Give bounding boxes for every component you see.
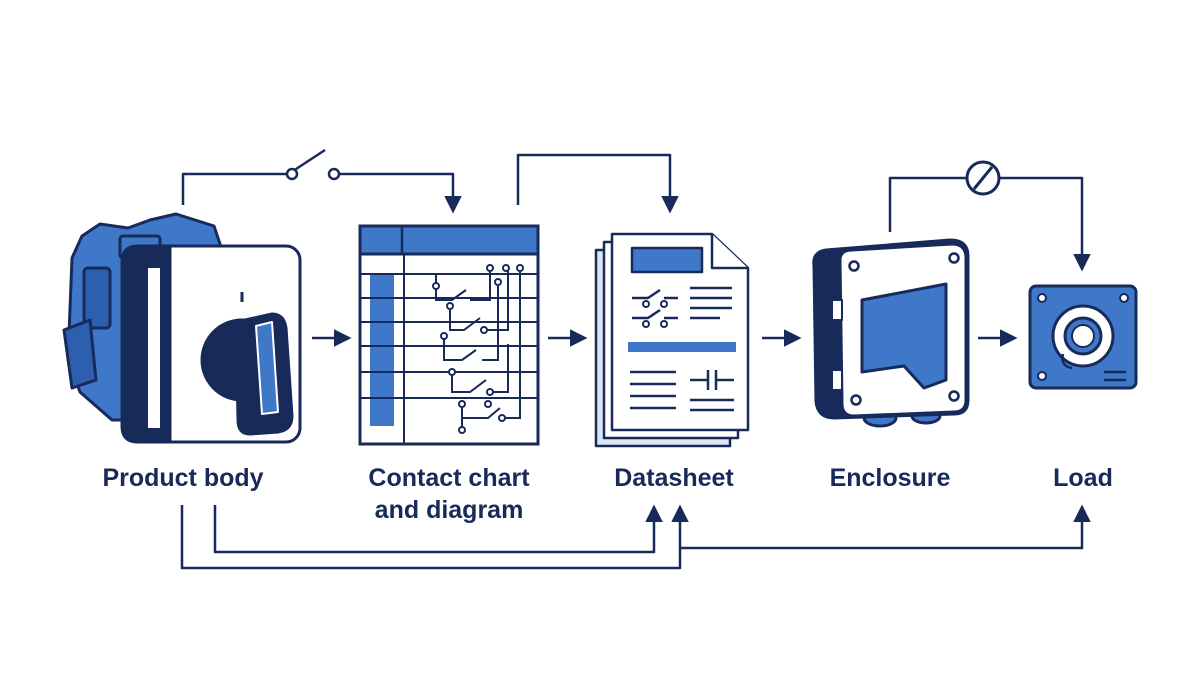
loop-bottom-outer xyxy=(180,504,689,570)
load-icon xyxy=(1028,284,1138,390)
loop-enclosure-to-load xyxy=(888,176,1082,268)
rotary-switch-icon xyxy=(62,212,302,444)
label-enclosure: Enclosure xyxy=(829,464,951,492)
datasheet-icon xyxy=(594,232,750,448)
no-symbol-icon xyxy=(965,160,1001,196)
enclosure-icon xyxy=(812,238,970,428)
label-product-body: Product body xyxy=(102,464,264,492)
label-load: Load xyxy=(1053,464,1113,492)
loop-datasheet-to-load xyxy=(680,504,1091,550)
contact-chart-icon xyxy=(358,224,540,446)
loop-product-to-chart xyxy=(181,172,453,210)
label-contact-chart-line2: and diagram xyxy=(374,496,524,524)
switch-symbol-icon xyxy=(285,148,341,181)
label-contact-chart-line1: Contact chart xyxy=(368,464,530,492)
label-datasheet: Datasheet xyxy=(614,464,734,492)
loop-bottom-inner xyxy=(213,504,663,554)
loop-chart-to-datasheet xyxy=(516,153,679,214)
